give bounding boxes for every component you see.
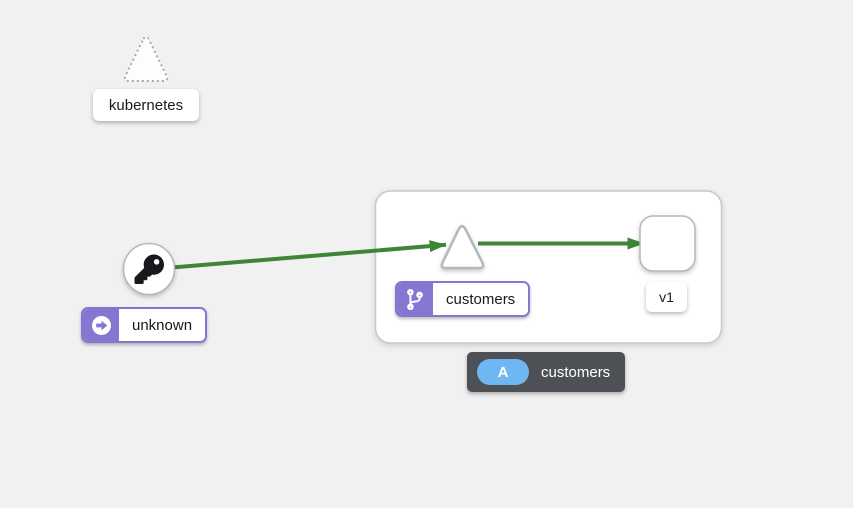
node-customers-service-triangle[interactable] xyxy=(440,224,485,270)
tooltip-label: customers xyxy=(541,363,611,381)
label-kubernetes[interactable]: kubernetes xyxy=(93,89,199,121)
label-unknown-text: unknown xyxy=(119,309,206,341)
hover-tooltip: A customers xyxy=(467,352,626,392)
label-kubernetes-text: kubernetes xyxy=(108,96,184,114)
node-unknown[interactable] xyxy=(122,242,176,296)
label-unknown[interactable]: unknown xyxy=(81,307,208,343)
node-v1-square[interactable] xyxy=(639,215,696,272)
app-badge: A xyxy=(477,359,529,385)
label-customers[interactable]: customers xyxy=(395,281,531,317)
key-icon xyxy=(134,254,164,284)
arrow-circle-right-icon xyxy=(83,309,119,341)
label-v1-text: v1 xyxy=(659,289,674,305)
label-customers-text: customers xyxy=(433,283,529,315)
node-kubernetes-triangle[interactable] xyxy=(123,36,169,82)
label-v1[interactable]: v1 xyxy=(646,282,687,312)
code-branch-icon xyxy=(397,283,433,315)
edge-unknown-to-customers[interactable] xyxy=(171,240,447,270)
